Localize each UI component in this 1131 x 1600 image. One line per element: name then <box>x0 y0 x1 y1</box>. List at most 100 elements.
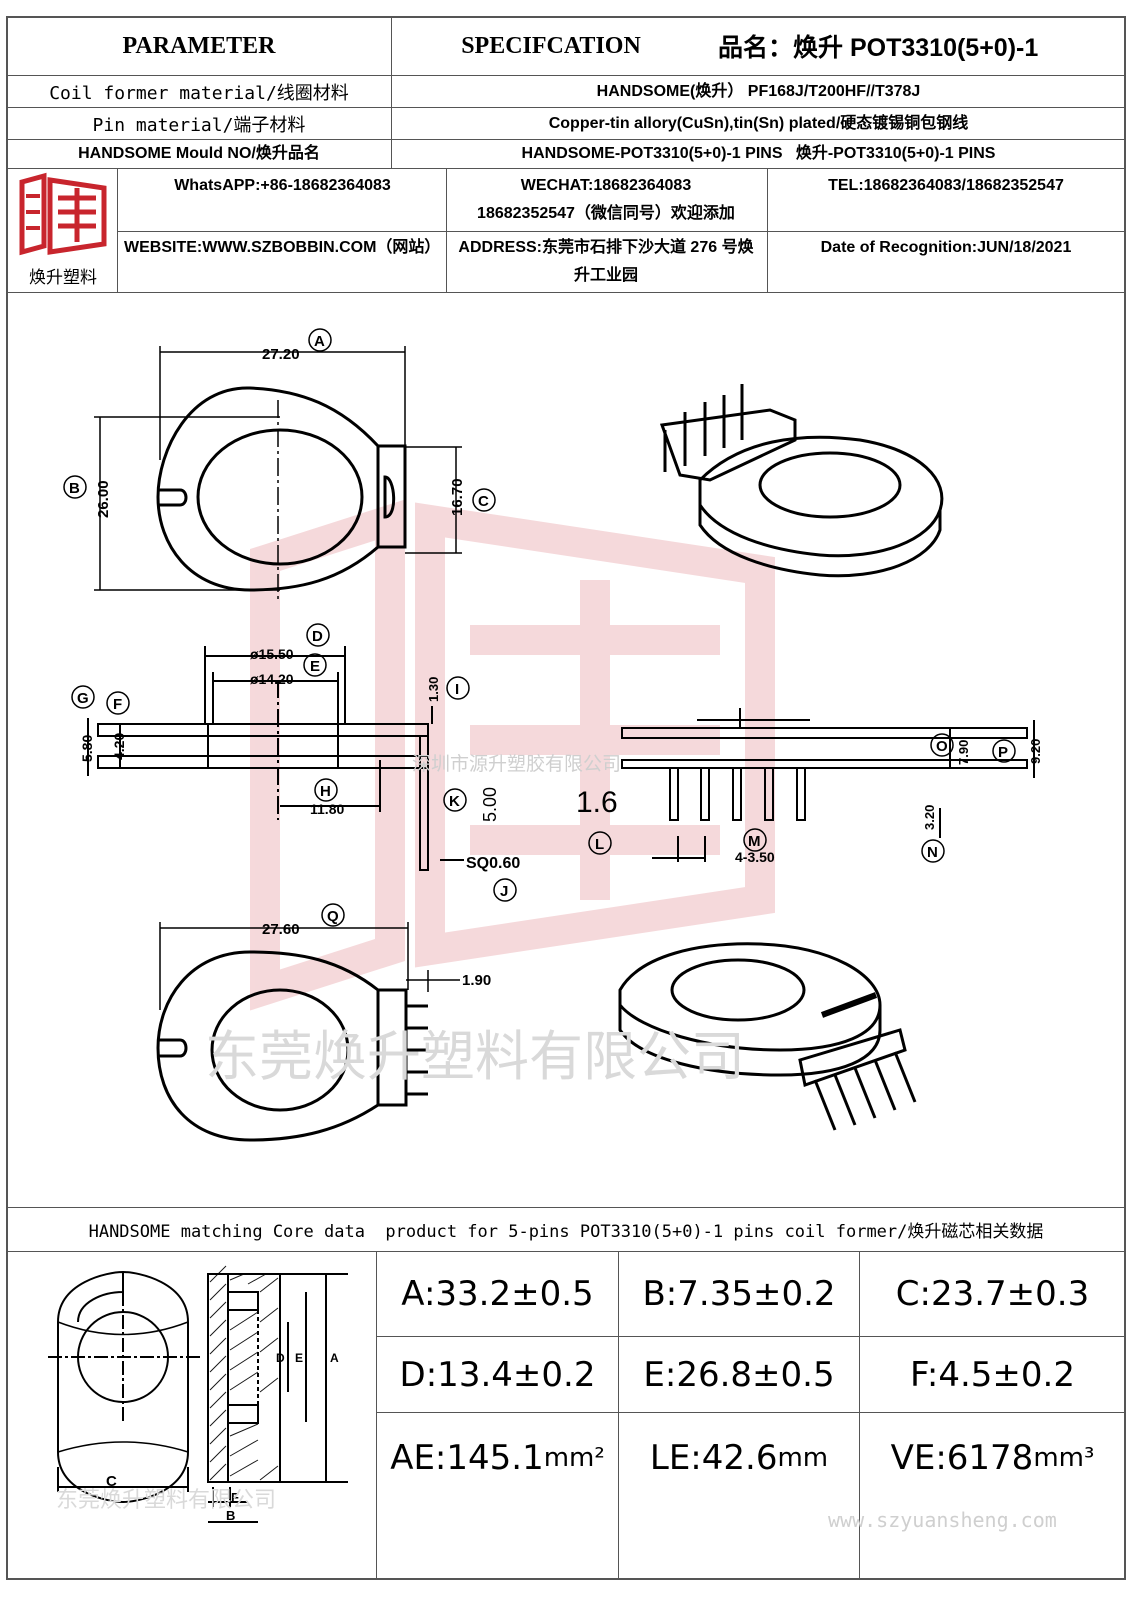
svg-text:I: I <box>455 681 459 698</box>
company-logo: 焕升塑料 <box>14 172 112 288</box>
reference-letters: A B C D E F G H I J K L M N O P Q <box>63 328 1016 927</box>
label-h: H <box>314 778 338 802</box>
specification-heading: SPECIFCATION <box>461 32 641 59</box>
watermark-text-mid: 深圳市源升塑胶有限公司 <box>412 753 621 775</box>
dim-pin-pitch: 1.90 <box>462 972 491 989</box>
svg-text:F: F <box>113 696 122 713</box>
dim-g-value: 5.80 <box>79 735 95 762</box>
spec-sheet-frame <box>6 16 1126 1580</box>
label-q: Q <box>321 903 345 927</box>
parameter-heading: PARAMETER <box>122 32 276 59</box>
product-name: 品名： 焕升 POT3310(5+0)-1 <box>718 17 1038 75</box>
svg-text:E: E <box>310 658 320 675</box>
logo-caption: 焕升塑料 <box>29 268 97 288</box>
fig-label-b: B <box>226 1508 235 1523</box>
whatsapp: WhatsAPP:+86-18682364083 <box>174 177 391 194</box>
divider <box>7 168 1125 169</box>
svg-text:C: C <box>478 493 489 510</box>
recognition-date: Date of Recognition:JUN/18/2021 <box>820 239 1072 256</box>
svg-text:L: L <box>595 836 604 853</box>
bottom-view <box>156 950 428 1142</box>
svg-text:H: H <box>320 783 331 800</box>
divider <box>618 1252 619 1580</box>
watermark-text-big: 东莞焕升塑料有限公司 <box>205 1027 745 1087</box>
label-n: N <box>921 839 945 863</box>
label-c: C <box>472 488 496 512</box>
core-value-f: F:4.5±0.2 <box>909 1354 1075 1395</box>
label-g: G <box>71 685 95 709</box>
label-m: M <box>743 828 767 852</box>
fig-label-c: C <box>106 1473 117 1490</box>
core-data-title: HANDSOME matching Core data product for … <box>88 1222 1044 1242</box>
svg-text:G: G <box>77 690 89 707</box>
dim-a-value: 27.20 <box>262 346 300 363</box>
divider <box>118 231 1125 232</box>
dim-f-value: 4.20 <box>111 733 127 760</box>
svg-text:B: B <box>69 480 80 497</box>
fig-label-a: A <box>330 1351 339 1365</box>
divider <box>767 168 768 292</box>
divider <box>377 1412 1125 1413</box>
svg-text:D: D <box>312 628 323 645</box>
top-view <box>156 386 407 592</box>
param-pin-material: Pin material/端子材料 <box>92 114 306 136</box>
core-value-e: E:26.8±0.5 <box>643 1354 835 1395</box>
label-j: J <box>493 878 517 902</box>
divider <box>377 1336 1125 1337</box>
divider <box>7 107 1125 108</box>
fig-label-f: F <box>231 1490 239 1505</box>
svg-text:O: O <box>936 738 948 755</box>
dim-n-value: 3.20 <box>922 805 937 830</box>
dim-c-value: 16.70 <box>449 478 466 516</box>
param-coil-material: Coil former material/线圈材料 <box>49 82 349 104</box>
divider <box>7 139 1125 140</box>
dim-q-value: 27.60 <box>262 921 300 938</box>
spec-pin-material: Copper-tin allory(CuSn),tin(Sn) plated/硬… <box>548 114 969 132</box>
telephone: TEL:18682364083/18682352547 <box>828 177 1064 194</box>
section-view <box>87 646 464 871</box>
address: ADDRESS:东莞市石排下沙大道 276 号焕升工业园 <box>458 239 754 284</box>
svg-text:A: A <box>314 333 325 350</box>
divider <box>859 1252 860 1580</box>
label-a: A <box>308 328 332 352</box>
svg-text:P: P <box>998 744 1008 761</box>
label-f: F <box>106 691 130 715</box>
core-value-d: D:13.4±0.2 <box>399 1354 596 1395</box>
dim-p-value: 9.20 <box>1028 739 1043 764</box>
isometric-view-bottom <box>618 942 917 1131</box>
dim-b-value: 26.00 <box>95 480 112 518</box>
label-l: L <box>588 831 612 855</box>
dim-j-value: SQ0.60 <box>466 855 520 872</box>
logo-mark-icon <box>19 172 107 256</box>
fig-label-e: E <box>295 1351 303 1365</box>
divider <box>7 1207 1125 1208</box>
label-e: E <box>303 653 327 677</box>
divider <box>117 168 118 292</box>
divider <box>376 1252 377 1580</box>
svg-text:M: M <box>748 833 761 850</box>
label-k: K <box>443 788 467 812</box>
fig-label-d: D <box>276 1351 285 1365</box>
dim-l-value: 1.6 <box>576 786 618 819</box>
technical-drawing: 27.20 26.00 16.70 ø15.50 ø14.20 5.80 4.2… <box>63 328 1043 1142</box>
dim-k-value: 5.00 <box>480 787 500 822</box>
dim-d-value: ø15.50 <box>250 646 294 662</box>
divider <box>7 75 1125 76</box>
core-value-c: C:23.7±0.3 <box>895 1274 1090 1314</box>
side-view <box>621 708 1035 862</box>
svg-text:N: N <box>927 844 938 861</box>
website: WEBSITE:WWW.SZBOBBIN.COM（网站） <box>124 239 441 256</box>
spec-mould-no: HANDSOME-POT3310(5+0)-1 PINS 焕升-POT3310(… <box>521 145 996 162</box>
core-value-a: A:33.2±0.5 <box>401 1274 594 1314</box>
wechat-line2: 18682352547（微信同号）欢迎添加 <box>477 205 735 222</box>
divider <box>7 292 1125 293</box>
footer-url: www.szyuansheng.com <box>828 1508 1057 1532</box>
divider <box>446 168 447 292</box>
label-i: I <box>446 676 470 700</box>
isometric-view-top <box>659 384 944 578</box>
product-name-value: 焕升 POT3310(5+0)-1 <box>793 34 1039 62</box>
label-p: P <box>992 739 1016 763</box>
spec-coil-material: HANDSOME(焕升） PF168J/T200HF//T378J <box>596 82 921 100</box>
